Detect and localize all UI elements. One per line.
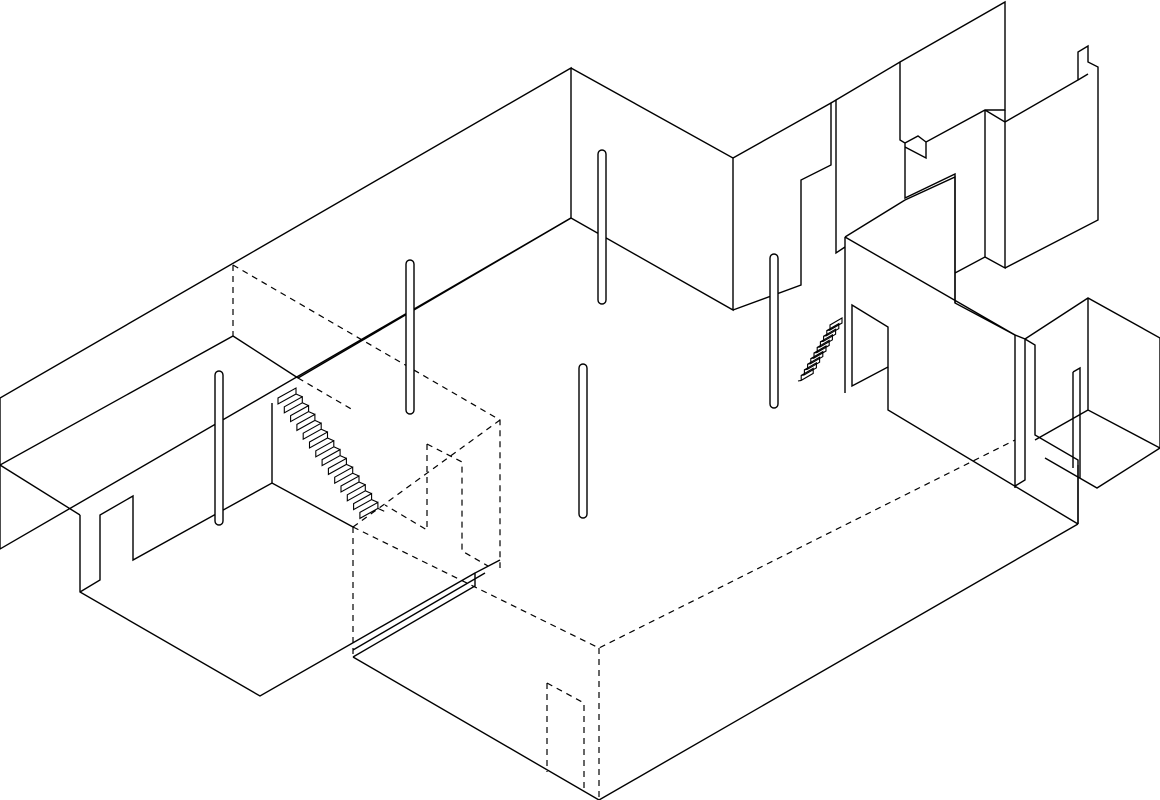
stair-step: [308, 431, 335, 449]
stair-step: [321, 448, 347, 467]
stair-step: [334, 466, 360, 485]
back-wall-left: [0, 66, 572, 550]
stair-step: [327, 457, 353, 476]
front-left-room: [0, 403, 501, 697]
column: [769, 253, 779, 409]
stair-step: [340, 475, 366, 493]
stair-step: [283, 395, 309, 414]
right-stair-wall: [844, 175, 1079, 525]
rear-tall-walls: [835, 0, 1099, 303]
stair-step: [346, 483, 372, 502]
front-right-wall: [352, 465, 1079, 800]
column: [578, 363, 588, 519]
stair-step: [296, 413, 322, 432]
left-staircase: [277, 387, 385, 520]
stair-step: [315, 439, 341, 458]
right-annex: [1014, 297, 1160, 524]
stair-step: [290, 404, 316, 423]
right-staircase: [797, 317, 843, 382]
column: [405, 259, 415, 415]
column: [214, 370, 224, 526]
column: [597, 149, 607, 305]
stair-step: [359, 501, 385, 520]
hidden-edges: [232, 264, 1016, 800]
stair-step: [302, 422, 328, 441]
back-wall-right: [570, 67, 846, 312]
columns: [214, 149, 779, 526]
stair-step: [353, 492, 379, 511]
stair-step: [797, 367, 814, 382]
stair-step: [277, 387, 303, 405]
